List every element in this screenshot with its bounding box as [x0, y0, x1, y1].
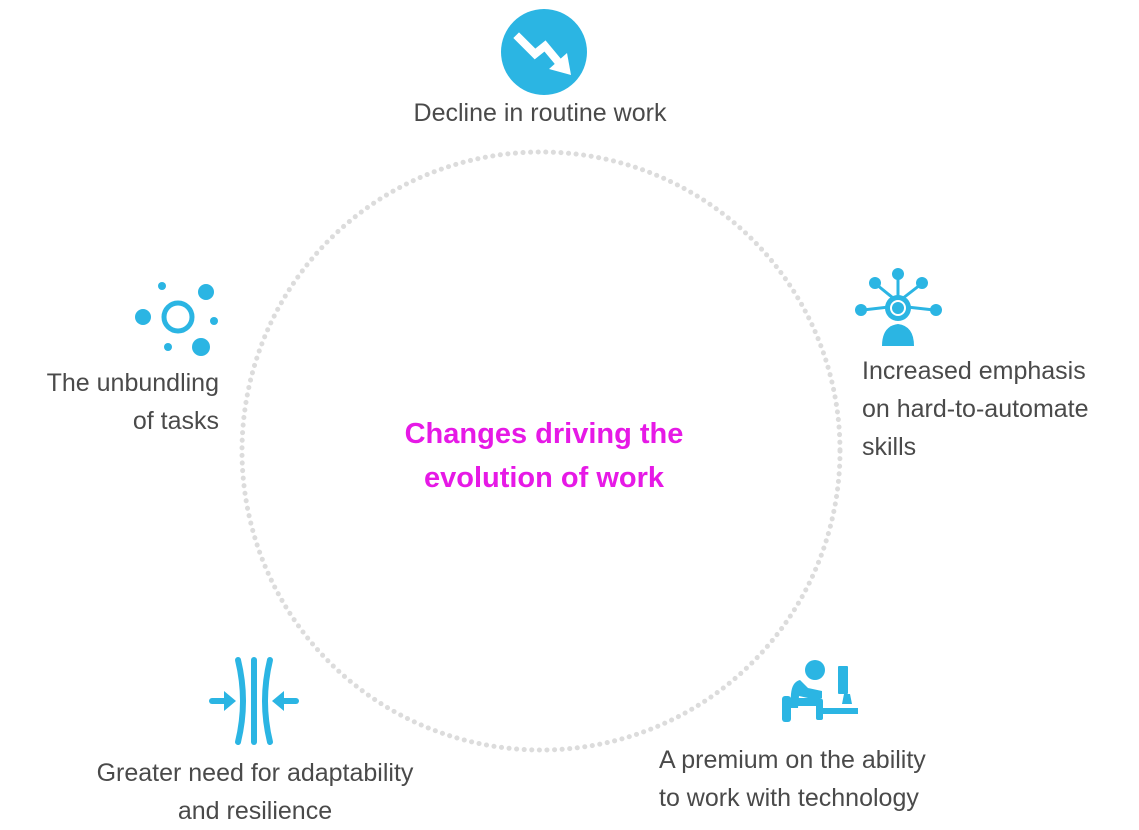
label-hard-to-automate-skills: Increased emphasis on hard-to-automate s…: [862, 352, 1132, 466]
label-bottom-left-line-2: and resilience: [177, 797, 333, 825]
label-bottom-left-line-1: Greater need for adaptability: [96, 759, 414, 787]
decline-arrow-icon: [501, 9, 587, 95]
label-right-line-1: Increased emphasis: [862, 357, 1086, 385]
label-right-line-2: on hard-to-automate: [862, 395, 1089, 423]
person-network-icon: [855, 268, 942, 346]
label-bottom-right-line-1: A premium on the ability: [659, 746, 926, 774]
label-decline-line-1: Decline in routine work: [413, 99, 667, 127]
center-title-line-2: evolution of work: [423, 462, 665, 494]
center-title: Changes driving the evolution of work: [344, 412, 744, 500]
compress-arrows-icon: [209, 657, 299, 745]
label-left-line-2: of tasks: [132, 407, 219, 435]
label-premium-technology: A premium on the ability to work with te…: [659, 741, 999, 817]
label-adaptability-resilience: Greater need for adaptability and resili…: [60, 754, 450, 830]
label-bottom-right-line-2: to work with technology: [659, 784, 919, 812]
label-unbundling-tasks: The unbundling of tasks: [0, 364, 219, 440]
label-decline-routine-work: Decline in routine work: [340, 94, 740, 132]
center-title-line-1: Changes driving the: [404, 418, 684, 450]
scattered-dots-icon: [135, 282, 218, 356]
label-left-line-1: The unbundling: [46, 369, 219, 397]
person-at-computer-icon: [782, 660, 858, 722]
label-right-line-3: skills: [862, 433, 917, 461]
